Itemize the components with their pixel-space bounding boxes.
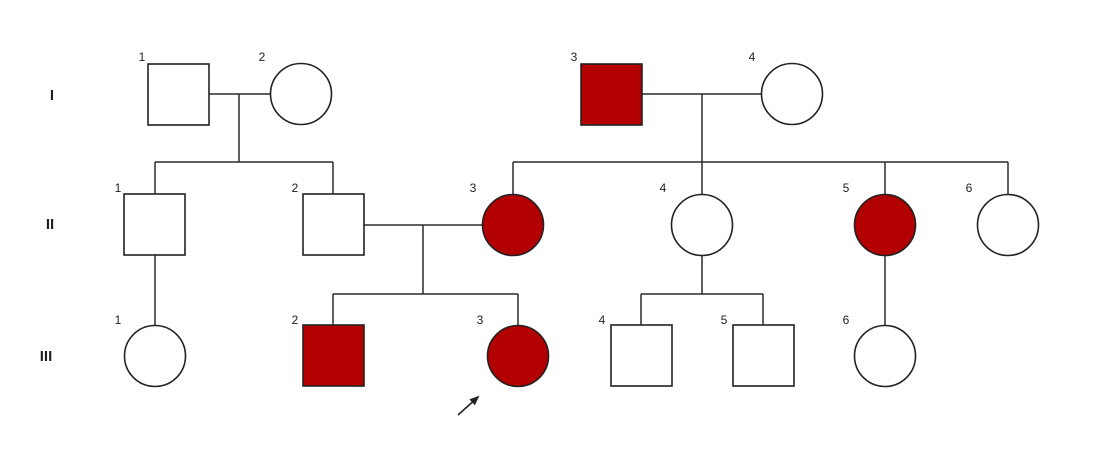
- individual-number-III-4: 4: [599, 313, 606, 327]
- individual-number-III-3: 3: [477, 313, 484, 327]
- individual-number-I-3: 3: [571, 50, 578, 64]
- individual-number-II-5: 5: [843, 181, 850, 195]
- generation-label-I: I: [50, 87, 54, 104]
- individual-II-1-male[interactable]: [123, 193, 186, 256]
- individual-II-2-male[interactable]: [302, 193, 365, 256]
- individual-numbers: 1 2 3 4 1 2 3 4 5 6 1 2 3 4 5 6: [115, 50, 973, 327]
- pedigree-lines: [154, 93, 1009, 326]
- individual-number-III-6: 6: [843, 313, 850, 327]
- individual-number-II-2: 2: [292, 181, 299, 195]
- individual-III-4-male[interactable]: [610, 324, 673, 387]
- individual-I-1-male[interactable]: [147, 63, 210, 126]
- individual-III-5-male[interactable]: [732, 324, 795, 387]
- individual-III-2-male[interactable]: [302, 324, 365, 387]
- proband-arrow-icon: [457, 395, 480, 416]
- individual-number-II-4: 4: [660, 181, 667, 195]
- individual-I-3-male[interactable]: [580, 63, 643, 126]
- generation-label-II: II: [46, 216, 54, 233]
- individual-number-III-2: 2: [292, 313, 299, 327]
- individual-III-6-female[interactable]: [853, 324, 917, 388]
- individual-II-3-female[interactable]: [481, 193, 545, 257]
- individual-number-II-1: 1: [115, 181, 122, 195]
- individual-number-III-5: 5: [721, 313, 728, 327]
- individual-number-I-2: 2: [259, 50, 266, 64]
- individual-I-4-female[interactable]: [760, 62, 824, 126]
- individual-III-1-female[interactable]: [123, 324, 187, 388]
- individual-II-4-female[interactable]: [670, 193, 734, 257]
- individual-II-5-female[interactable]: [853, 193, 917, 257]
- individual-III-3-female[interactable]: [486, 324, 550, 388]
- individual-number-I-4: 4: [749, 50, 756, 64]
- individual-number-II-3: 3: [470, 181, 477, 195]
- individual-number-II-6: 6: [966, 181, 973, 195]
- individual-number-I-1: 1: [139, 50, 146, 64]
- pedigree-individuals: [123, 62, 1040, 388]
- generation-label-III: III: [40, 348, 53, 365]
- individual-I-2-female[interactable]: [269, 62, 333, 126]
- individual-number-III-1: 1: [115, 313, 122, 327]
- individual-II-6-female[interactable]: [976, 193, 1040, 257]
